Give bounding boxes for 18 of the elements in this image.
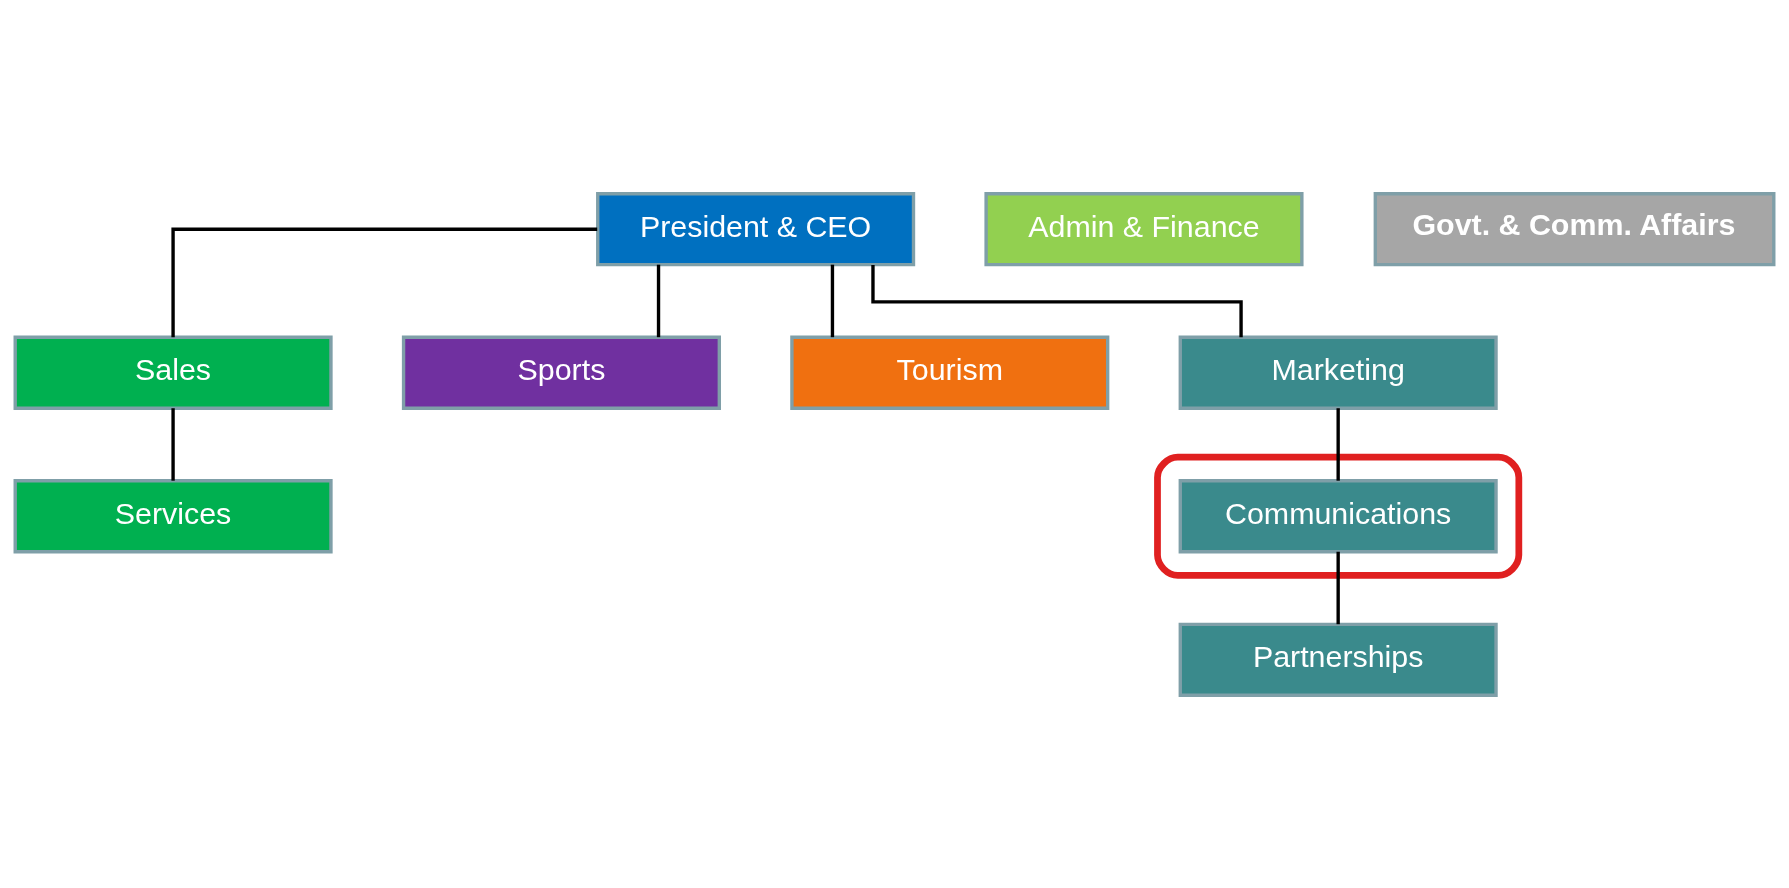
node-box: Sales	[13, 335, 333, 410]
connector	[1336, 407, 1340, 481]
connector	[656, 264, 661, 337]
node-box: Communications	[1178, 478, 1498, 553]
connector	[1336, 551, 1340, 624]
cluster	[1154, 453, 1523, 579]
node-box: Tourism	[790, 335, 1110, 410]
connector	[171, 407, 175, 481]
connector	[871, 264, 1243, 337]
connector	[171, 227, 598, 337]
node-box: President & CEO	[596, 191, 916, 266]
node-box: Admin & Finance	[984, 191, 1304, 266]
node-box: Marketing	[1178, 335, 1498, 410]
node-box: Govt. & Comm. Affairs	[1373, 191, 1776, 266]
node-box: Sports	[401, 335, 721, 410]
connector	[830, 264, 835, 337]
node-box: Partnerships	[1178, 622, 1498, 697]
node-box: Services	[13, 478, 333, 553]
